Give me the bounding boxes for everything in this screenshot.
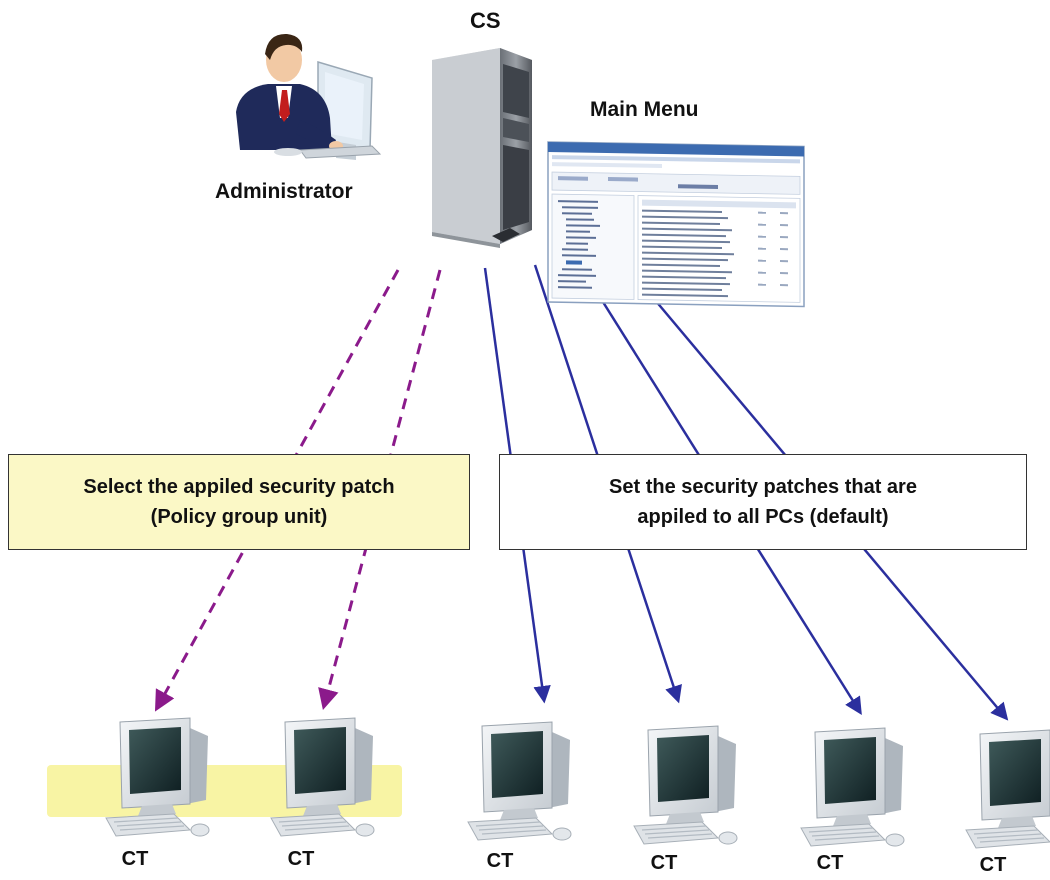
default-callout: Set the security patches that are appile… xyxy=(499,454,1027,550)
policy-callout-line1: Select the appiled security patch xyxy=(83,476,395,498)
client-label-3: CT xyxy=(486,850,514,872)
client-pc-icon xyxy=(270,717,375,837)
policy-group-callout: Select the appiled security patch (Polic… xyxy=(8,454,470,550)
client-pc-icon xyxy=(800,727,905,847)
server-icon xyxy=(432,48,532,248)
default-callout-line2: appiled to all PCs (default) xyxy=(637,506,889,528)
default-callout-line1: Set the security patches that are xyxy=(609,476,917,498)
client-pc-icon xyxy=(105,717,210,837)
main-menu-label: Main Menu xyxy=(590,98,699,121)
administrator-label: Administrator xyxy=(215,180,353,203)
administrator-icon xyxy=(236,33,382,160)
client-pc-icon xyxy=(467,721,572,841)
server-label: CS xyxy=(470,8,501,33)
client-label-4: CT xyxy=(650,852,678,874)
client-pc-icon xyxy=(633,725,738,845)
client-label-5: CT xyxy=(816,852,844,874)
policy-callout-line2: (Policy group unit) xyxy=(150,506,328,528)
client-label-1: CT xyxy=(121,848,149,870)
client-label-2: CT xyxy=(287,848,315,870)
main-menu-thumbnail xyxy=(547,141,805,308)
client-label-6: CT xyxy=(979,854,1007,876)
client-pc-icon xyxy=(965,729,1050,849)
